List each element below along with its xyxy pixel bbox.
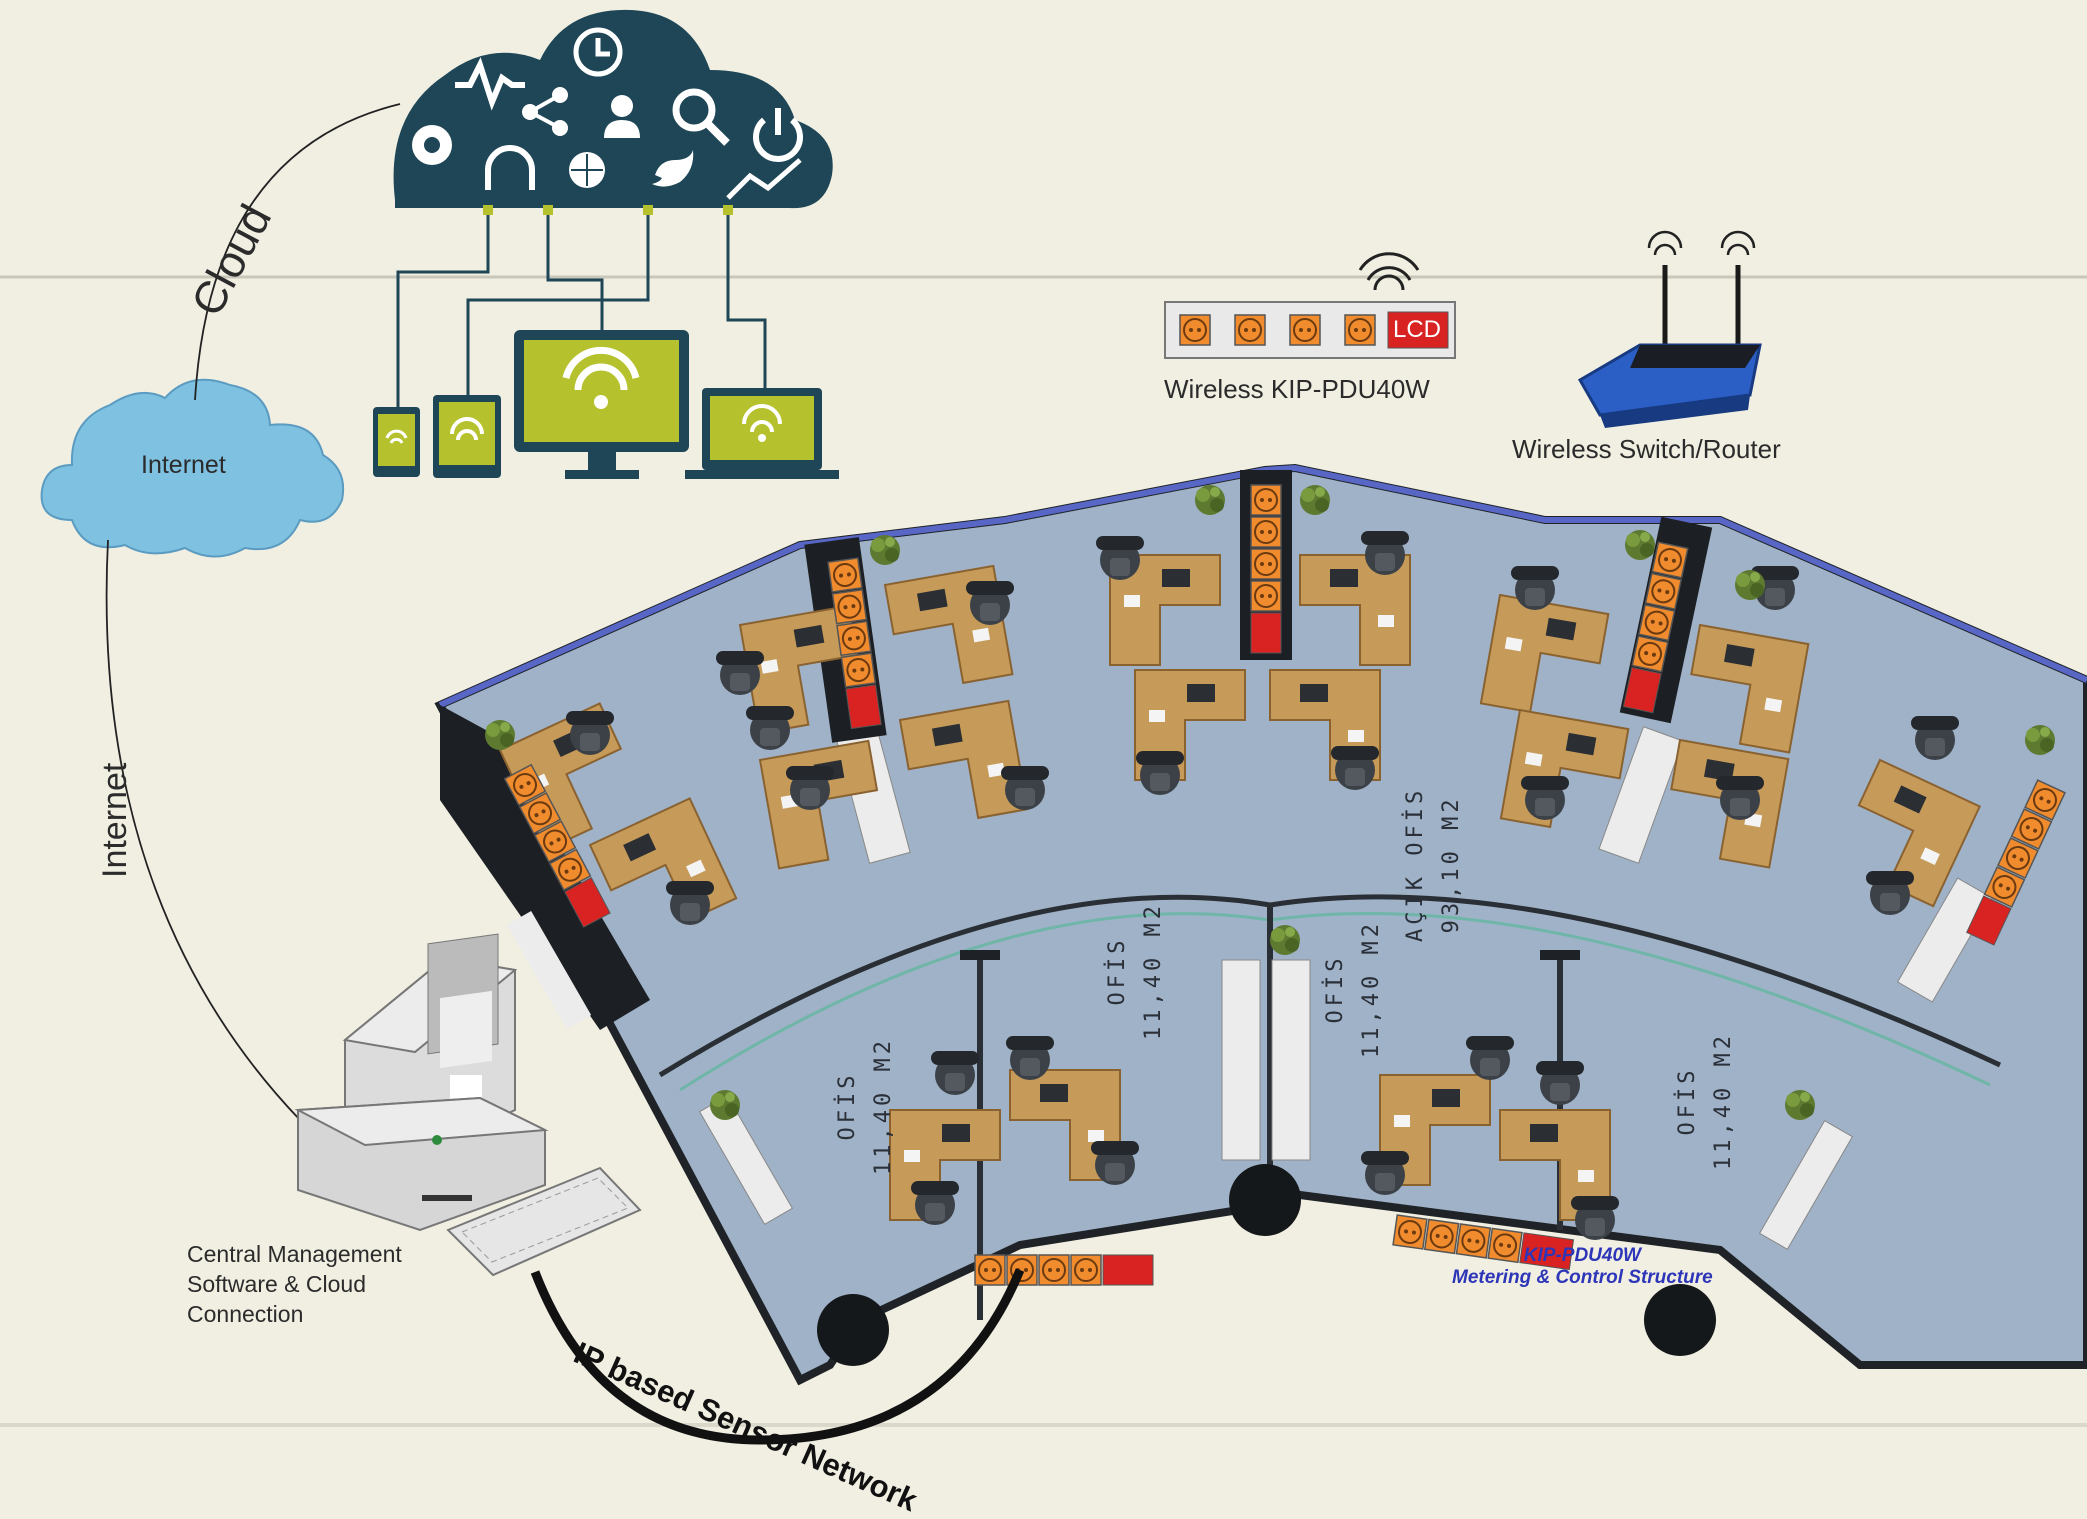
internet-cloud-icon xyxy=(40,378,345,558)
column-1 xyxy=(817,1294,889,1366)
center-cabinet-right xyxy=(1271,959,1311,1161)
power-icon xyxy=(753,108,803,162)
floor-pdu-2 xyxy=(1250,484,1282,654)
diagram-canvas xyxy=(0,9,2087,1445)
office-label-4: OFİS 11,40 M2 xyxy=(1670,1032,1742,1170)
internet-link xyxy=(105,539,301,1121)
search-icon xyxy=(672,88,730,146)
devices-group xyxy=(373,330,839,479)
router-icon xyxy=(1577,230,1762,428)
central-line-2: Software & Cloud xyxy=(187,1271,366,1297)
pdu-lcd-label: LCD xyxy=(1393,316,1442,343)
left-wall-block xyxy=(440,705,650,1030)
office-label-1: OFİS 11,40 M2 xyxy=(1100,902,1172,1040)
floor-pdu-3 xyxy=(1622,541,1689,714)
floor-pdu-6 xyxy=(974,1254,1154,1286)
share-icon xyxy=(522,87,568,136)
office-label-3: OFİS 11,40 M2 xyxy=(830,1037,902,1175)
column-3 xyxy=(1644,1284,1716,1356)
corridor-wall xyxy=(658,894,2002,1078)
floor-pdu-7 xyxy=(1392,1214,1575,1271)
clock-icon xyxy=(573,27,623,77)
floor-pdu-1 xyxy=(827,557,882,730)
floor-pdu-5 xyxy=(1966,779,2066,946)
office-2-name: OFİS xyxy=(1323,954,1348,1024)
computer-icon xyxy=(294,933,642,1277)
gear-icon xyxy=(412,125,452,165)
structure-line-2: Metering & Control Structure xyxy=(1452,1267,1713,1288)
phone-icon xyxy=(373,407,420,477)
twitter-icon xyxy=(652,150,694,187)
open-office-name: AÇIK OFİS xyxy=(1403,786,1428,942)
office-4-area: 11,40 M2 xyxy=(1711,1032,1736,1170)
structure-label: KIP-PDU40W Metering & Control Structure xyxy=(1452,1245,1713,1289)
office-3-name: OFİS xyxy=(835,1071,860,1141)
laptop-icon xyxy=(685,388,839,479)
wireless-pdu-icon xyxy=(1164,301,1456,359)
office-floor-plan xyxy=(434,463,2087,1386)
central-management-label: Central Management Software & Cloud Conn… xyxy=(187,1239,402,1329)
floor-pdu-4 xyxy=(503,763,611,928)
central-line-1: Central Management xyxy=(187,1241,402,1267)
pdu-top-label: Wireless KIP-PDU40W xyxy=(1164,374,1430,404)
open-office-label: AÇIK OFİS 93,10 M2 xyxy=(1398,787,1470,942)
office-2-area: 11,40 M2 xyxy=(1359,920,1384,1058)
internet-cloud-label: Internet xyxy=(141,451,226,479)
central-line-3: Connection xyxy=(187,1301,304,1327)
network-diagram: Cloud Internet Internet Wireless KIP-PDU… xyxy=(0,9,2087,1518)
open-office-area: 93,10 M2 xyxy=(1439,795,1464,934)
cabinet-c xyxy=(1896,877,1994,1003)
cabinet-e xyxy=(1758,1120,1854,1250)
tablet-icon xyxy=(433,395,501,478)
office-4-name: OFİS xyxy=(1675,1066,1700,1136)
office-3-area: 11,40 M2 xyxy=(871,1037,896,1175)
user-icon xyxy=(604,95,640,138)
router-label: Wireless Switch/Router xyxy=(1512,434,1781,464)
internet-link-label: Internet xyxy=(96,762,134,878)
office-1-area: 11,40 M2 xyxy=(1141,902,1166,1040)
column-2 xyxy=(1229,1164,1301,1236)
left-cabinet xyxy=(506,911,592,1029)
office-1-name: OFİS xyxy=(1105,936,1130,1006)
cloud-services-icon xyxy=(393,9,833,215)
globe-icon xyxy=(569,152,605,188)
headphones-icon xyxy=(485,145,535,190)
center-cabinet-left xyxy=(1221,959,1261,1161)
cloud-link xyxy=(194,103,401,401)
trend-icon xyxy=(726,158,802,200)
wifi-signal-icon xyxy=(1358,252,1420,291)
sensor-network-cable xyxy=(530,1268,1025,1445)
monitor-icon xyxy=(514,330,689,479)
device-wires xyxy=(396,215,767,410)
cabinet-b xyxy=(1598,726,1684,864)
office-label-2: OFİS 11,40 M2 xyxy=(1318,920,1390,1058)
pulse-icon xyxy=(455,57,525,111)
structure-line-1: KIP-PDU40W xyxy=(1523,1245,1641,1266)
